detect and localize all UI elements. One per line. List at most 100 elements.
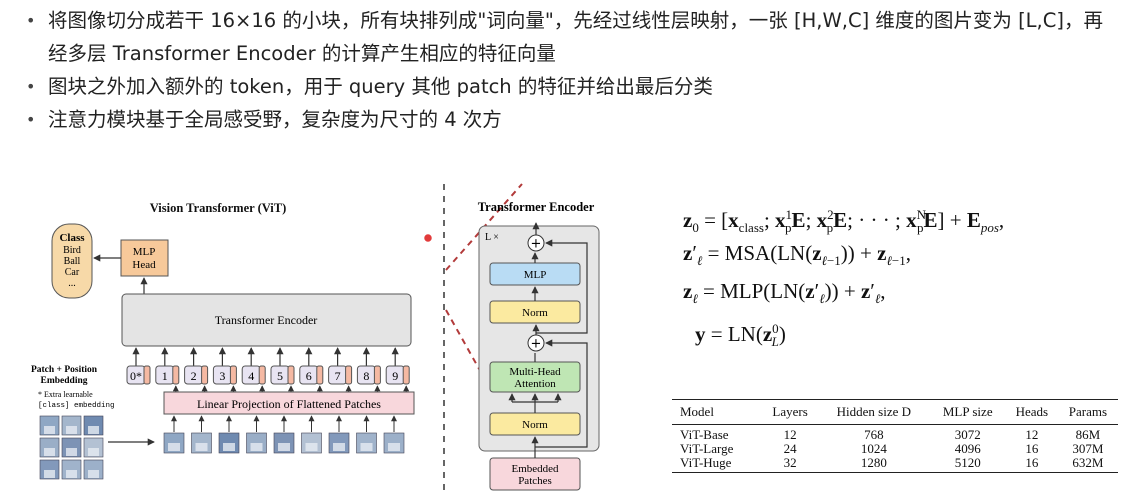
table-header: Hidden size D [818,399,930,425]
table-header: Layers [762,399,819,425]
table-cell: 1024 [860,441,887,456]
table-header: MLP size [929,399,1006,425]
transformer-encoder-label: Transformer Encoder [215,313,318,327]
position-token-label: 8 [363,369,369,383]
position-token-label: 1 [162,369,168,383]
image-patch-detail [44,426,55,434]
image-patch-detail [66,448,77,456]
flattened-patch-detail [168,443,180,451]
mlp-head-label: Head [132,259,156,271]
image-patch-detail [66,426,77,434]
embedded-patches-label: Patches [518,475,552,487]
bullet-item: • 将图像切分成若干 16×16 的小块，所有块排列成"词向量"，先经过线性层映… [12,4,1117,70]
table-cell: ViT-Base [680,427,729,442]
table-cell: 16 [1005,456,1058,473]
patch-embedding-token [229,365,237,385]
class-embedding-token [143,365,151,385]
footnote: [class] embedding [38,402,115,410]
norm-bottom-label: Norm [522,419,548,431]
table-row: ViT-Huge 32 1280 5120 16 632M [672,456,1118,473]
position-token-label: 6 [306,369,312,383]
transformer-encoder-box [121,293,412,347]
patch-embedding-token [172,365,180,385]
table-row: ViT-Large 24 1024 4096 16 307M [672,442,1118,456]
table-header-row: Model Layers Hidden size D MLP size Head… [672,399,1118,425]
mlp-head-label: MLP [133,246,156,258]
embedding-label: Embedding [41,376,88,386]
equations-block: z0 = [xclass; x1pE; x2pE; · · · ; xNpE] … [683,196,1123,350]
image-patch-detail [88,426,99,434]
patch-embedding-token [316,365,324,385]
repeat-label: L × [485,232,499,243]
patch-embedding-token [345,365,353,385]
position-token-label: 3 [219,369,225,383]
position-token-label: 5 [277,369,283,383]
table-row: ViT-Base 12 768 3072 12 86M [672,425,1118,443]
image-patch-detail [66,470,77,478]
table-header: Heads [1005,399,1058,425]
vit-title: Vision Transformer (ViT) [150,201,287,215]
table-cell: 32 [762,456,819,473]
table-cell: 1280 [818,456,930,473]
table-header: Params [1057,399,1118,425]
patch-embedding-token [287,365,295,385]
image-patch-detail [88,470,99,478]
vit-variants-table: Model Layers Hidden size D MLP size Head… [672,399,1118,473]
flattened-patch-detail [278,443,290,451]
class-label: Bird [63,245,81,256]
bullet-marker: • [26,110,36,129]
equation-row: z0 = [xclass; x1pE; x2pE; · · · ; xNpE] … [683,207,1005,236]
flattened-patch-detail [195,443,208,451]
bullet-marker: • [26,11,36,30]
bullet-list: • 将图像切分成若干 16×16 的小块，所有块排列成"词向量"，先经过线性层映… [12,4,1117,136]
linear-projection-box [163,391,415,415]
encoder-block-diagram: Transformer Encoder L × + MLP Norm + Mul… [478,200,600,491]
bullet-text: 注意力模块基于全局感受野，复杂度为尺寸的 4 次方 [48,108,502,131]
flattened-patch-detail [388,443,400,451]
bullet-text: 图块之外加入额外的 token，用于 query 其他 patch 的特征并给出… [48,75,713,98]
flattened-patch-detail [250,443,263,451]
table-cell: ViT-Large [680,441,734,456]
mha-label: Multi-Head [509,366,561,378]
table-cell: ViT-Huge [672,456,763,473]
position-token-label: 2 [191,369,197,383]
class-title: Class [59,232,85,244]
norm-top-label: Norm [522,307,548,319]
source-image-patches [39,415,104,480]
encoder-block-title: Transformer Encoder [478,200,595,214]
table-cell: 307M [1072,441,1104,456]
flattened-patch-detail [360,443,373,451]
equation-row: y = LN(z0L) [695,321,786,350]
table-cell: 632M [1057,456,1118,473]
image-patch-detail [88,448,99,456]
flattened-patch-detail [223,443,235,451]
mha-label: Attention [514,378,556,390]
image-patch-detail [44,448,55,456]
plus-sign: + [531,237,542,252]
flattened-patch-row [163,415,405,454]
table-cell: 768 [864,427,884,442]
table-cell: 16 [1025,441,1039,456]
position-token-label: 0* [130,369,142,383]
linear-projection-label: Linear Projection of Flattened Patches [197,397,381,411]
embedding-label: Patch + Position [31,365,98,375]
table-cell: 5120 [929,456,1006,473]
bullet-item: • 注意力模块基于全局感受野，复杂度为尺寸的 4 次方 [12,103,1117,136]
image-patch-detail [44,470,55,478]
patch-embedding-token [258,365,266,385]
table-cell: 86M [1075,427,1101,442]
patch-embedding-token [402,365,410,385]
class-box [51,223,93,299]
plus-sign: + [531,337,542,352]
class-label: Ball [64,256,81,267]
position-token-label: 7 [335,369,341,383]
table-cell: 24 [783,441,797,456]
position-token-label: 9 [392,369,398,383]
equation-row: zℓ = MLP(LN(z′ℓ)) + z′ℓ, [683,279,886,307]
table-cell: 12 [1025,427,1039,442]
bullet-text: 将图像切分成若干 16×16 的小块，所有块排列成"词向量"，先经过线性层映射，… [48,9,1103,65]
patch-embedding-token [373,365,381,385]
vit-diagram: Vision Transformer (ViT) Class Bird Ball… [31,201,415,480]
table-cell: 12 [783,427,797,442]
pointer-dot [422,232,434,244]
